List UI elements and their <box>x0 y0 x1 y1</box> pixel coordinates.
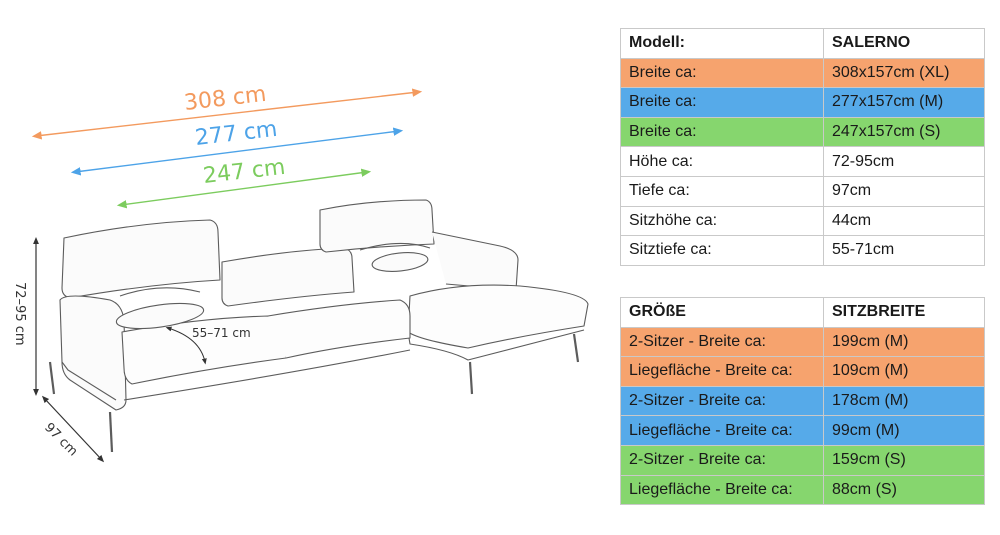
table-row: 2-Sitzer - Breite ca: 199cm (M) <box>620 326 985 358</box>
seat-depth-arc <box>165 326 207 365</box>
row-value: 199cm (M) <box>823 326 985 358</box>
row-value: 55-71cm <box>823 235 985 266</box>
row-value: 109cm (M) <box>823 356 985 387</box>
depth-label: 97 cm <box>41 420 80 459</box>
header-cell: SITZBREITE <box>823 297 985 328</box>
row-label: Sitztiefe ca: <box>620 235 824 266</box>
table-row: Liegefläche - Breite ca: 88cm (S) <box>620 474 985 506</box>
row-label: Tiefe ca: <box>620 175 824 207</box>
table-row: 2-Sitzer - Breite ca: 159cm (S) <box>620 444 985 476</box>
row-value: 247x157cm (S) <box>823 116 985 148</box>
row-value: 72-95cm <box>823 146 985 177</box>
seat-depth-label: 55–71 cm <box>192 326 251 340</box>
row-label: Liegefläche - Breite ca: <box>620 474 824 506</box>
row-label: Liegefläche - Breite ca: <box>620 415 824 446</box>
row-label: Liegefläche - Breite ca: <box>620 356 824 387</box>
table-row: Breite ca: 277x157cm (M) <box>620 87 985 118</box>
row-label: 2-Sitzer - Breite ca: <box>620 444 824 476</box>
table-row: Liegefläche - Breite ca: 99cm (M) <box>620 415 985 446</box>
sofa-sketch <box>48 199 589 453</box>
row-value: 159cm (S) <box>823 444 985 476</box>
width-s-arrow <box>116 168 372 209</box>
row-value: 308x157cm (XL) <box>823 57 985 89</box>
table-row: Breite ca: 247x157cm (S) <box>620 116 985 148</box>
table-row: Breite ca: 308x157cm (XL) <box>620 57 985 89</box>
row-value: 99cm (M) <box>823 415 985 446</box>
header-cell: SALERNO <box>823 28 985 59</box>
table-row: Höhe ca: 72-95cm <box>620 146 985 177</box>
header-cell: Modell: <box>620 28 824 59</box>
table-row: Tiefe ca: 97cm <box>620 175 985 207</box>
row-value: 97cm <box>823 175 985 207</box>
row-value: 277x157cm (M) <box>823 87 985 118</box>
header-cell: GRÖßE <box>620 297 824 328</box>
table-row: Sitztiefe ca: 55-71cm <box>620 235 985 266</box>
row-label: Breite ca: <box>620 116 824 148</box>
height-label: 72–95 cm <box>12 282 27 346</box>
depth-arrow <box>41 395 105 463</box>
row-value: 178cm (M) <box>823 385 985 417</box>
row-value: 44cm <box>823 205 985 237</box>
row-label: Höhe ca: <box>620 146 824 177</box>
table-row: Sitzhöhe ca: 44cm <box>620 205 985 237</box>
row-label: 2-Sitzer - Breite ca: <box>620 326 824 358</box>
table-row: Liegefläche - Breite ca: 109cm (M) <box>620 356 985 387</box>
spec-table-seat-widths: GRÖßE SITZBREITE 2-Sitzer - Breite ca: 1… <box>620 297 985 506</box>
table-row: 2-Sitzer - Breite ca: 178cm (M) <box>620 385 985 417</box>
row-label: Sitzhöhe ca: <box>620 205 824 237</box>
row-label: Breite ca: <box>620 57 824 89</box>
width-m-label: 277 cm <box>194 117 279 151</box>
row-value: 88cm (S) <box>823 474 985 506</box>
spec-table-dimensions: Modell: SALERNO Breite ca: 308x157cm (XL… <box>620 28 985 266</box>
table-header-row: Modell: SALERNO <box>620 28 985 59</box>
sofa-dimension-drawing: 308 cm 277 cm 247 cm 72–95 cm 97 cm <box>12 82 589 463</box>
width-m-arrow <box>70 127 404 176</box>
row-label: Breite ca: <box>620 87 824 118</box>
table-header-row: GRÖßE SITZBREITE <box>620 297 985 328</box>
row-label: 2-Sitzer - Breite ca: <box>620 385 824 417</box>
